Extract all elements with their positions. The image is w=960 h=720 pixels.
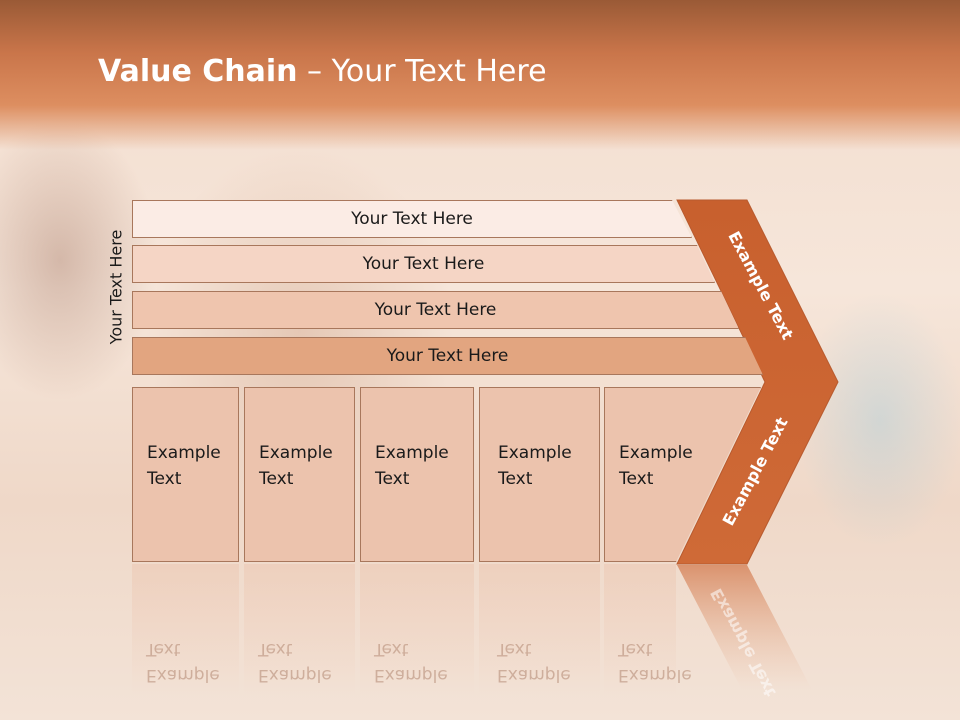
column-1-reflection	[132, 564, 239, 694]
column-4-reflection	[479, 564, 600, 694]
column-1-line2: Text	[147, 469, 182, 489]
column-3-line1: Example	[375, 443, 449, 463]
column-5-line1: Example	[619, 443, 693, 463]
column-4-line1: Example	[498, 443, 572, 463]
column-5-line2: Text	[619, 469, 654, 489]
bar-4: Your Text Here	[132, 337, 763, 375]
title-rest: – Your Text Here	[297, 54, 547, 89]
column-3-line2: Text	[375, 469, 410, 489]
bar-1: Your Text Here	[132, 200, 692, 238]
bar-2: Your Text Here	[132, 245, 715, 283]
column-2: Example Text	[244, 387, 355, 562]
column-3: Example Text	[360, 387, 474, 562]
column-2-line2: Text	[259, 469, 294, 489]
column-2-line1: Example	[259, 443, 333, 463]
column-5-reflection	[604, 564, 676, 694]
chevron-arrow	[676, 199, 839, 565]
bar-3: Your Text Here	[132, 291, 739, 329]
column-3-reflection	[360, 564, 474, 694]
column-1: Example Text	[132, 387, 239, 562]
title-bold: Value Chain	[98, 54, 298, 89]
title-band	[0, 0, 960, 150]
column-1-line1: Example	[147, 443, 221, 463]
column-4: Example Text	[479, 387, 600, 562]
column-4-line2: Text	[498, 469, 533, 489]
column-2-reflection	[244, 564, 355, 694]
chevron-reflection	[677, 565, 812, 690]
slide-title: Value Chain – Your Text Here	[98, 54, 547, 89]
